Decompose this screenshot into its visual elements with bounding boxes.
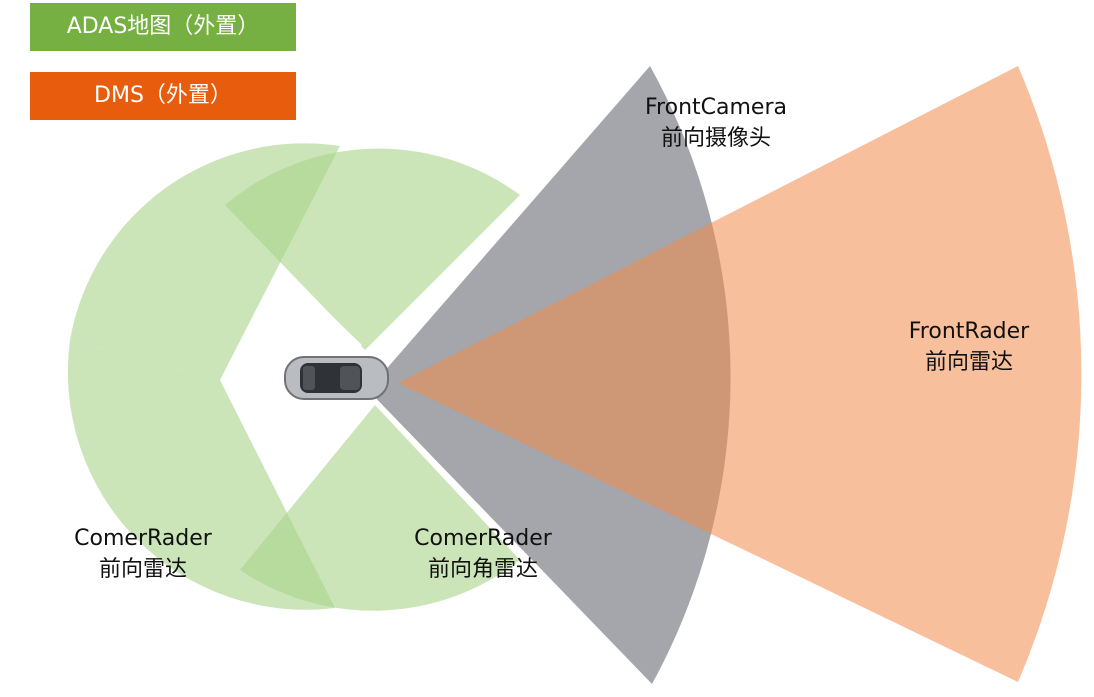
front-radar-label: FrontRader: [909, 319, 1030, 344]
dms-badge: DMS（外置）: [30, 72, 296, 120]
front-camera-label: FrontCamera: [645, 95, 787, 120]
corner-radar-front-left-sector: [225, 148, 520, 350]
front-camera-cn-label: 前向摄像头: [661, 126, 771, 151]
corner-radar-front-right-sector: [240, 405, 520, 611]
front-radar-cn-label: 前向雷达: [925, 350, 1013, 375]
vehicle-icon: [284, 356, 389, 400]
corner-radar-right-cn-label: 前向角雷达: [428, 557, 538, 582]
coverage-gap-middle: [228, 368, 300, 392]
corner-radar-left-label: ComerRader: [74, 526, 213, 551]
coverage-gap-top: [295, 290, 362, 360]
corner-radar-right-label: ComerRader: [414, 526, 553, 551]
corner-radar-coverage: [67, 143, 520, 611]
front-radar-coverage: [398, 66, 1082, 682]
corner-radar-left-cn-label: 前向雷达: [99, 557, 187, 582]
adas-map-badge: ADAS地图（外置）: [30, 3, 296, 51]
coverage-gap-bottom: [300, 395, 370, 485]
